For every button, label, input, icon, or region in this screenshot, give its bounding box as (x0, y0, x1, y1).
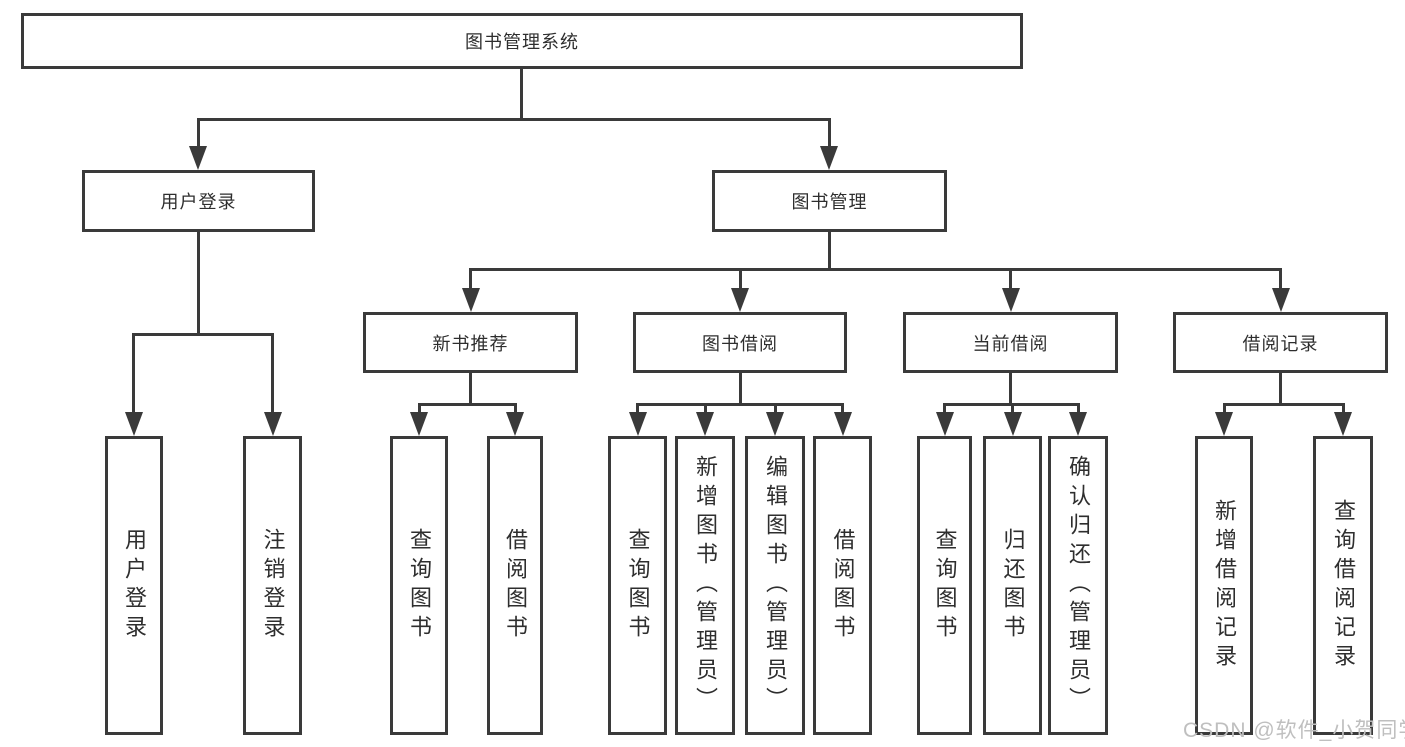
connector-to-book-management (828, 118, 831, 152)
connector-split (1223, 403, 1345, 406)
leaf-user-login: 用户登录 (105, 436, 163, 735)
leaf-query-books: 查询图书 (608, 436, 667, 735)
arrow-down-icon (1215, 412, 1233, 436)
leaf-borrow-books: 借阅图书 (813, 436, 872, 735)
leaf-query-borrow-record: 查询借阅记录 (1313, 436, 1373, 735)
connector-book-mgmt-split (469, 268, 1282, 271)
arrow-down-icon (629, 412, 647, 436)
connector-user-login-split (132, 333, 274, 336)
arrow-down-icon (731, 288, 749, 312)
connector-to-leaf (1223, 403, 1226, 415)
connector-to-leaf (418, 403, 421, 415)
arrow-down-icon (1002, 288, 1020, 312)
connector-root-split (197, 118, 831, 121)
arrow-down-icon (696, 412, 714, 436)
arrow-down-icon (1004, 412, 1022, 436)
node-library-management-system: 图书管理系统 (21, 13, 1023, 69)
arrow-down-icon (936, 412, 954, 436)
connector-to-leaf (704, 403, 707, 415)
connector-to-leaf (636, 403, 639, 415)
leaf-logout: 注销登录 (243, 436, 302, 735)
connector-to-leaf (943, 403, 946, 415)
node-new-book-recommend: 新书推荐 (363, 312, 578, 373)
connector-stem (739, 373, 742, 406)
connector-to-borrow-records (1279, 268, 1282, 292)
arrow-down-icon (410, 412, 428, 436)
connector-book-mgmt-stem (828, 232, 831, 271)
node-borrow-records: 借阅记录 (1173, 312, 1388, 373)
connector-stem (1279, 373, 1282, 406)
csdn-watermark: CSDN @软件_小贺同学 (1183, 719, 1405, 742)
connector-to-user-login (197, 118, 200, 152)
connector-to-leaf (774, 403, 777, 415)
leaf-add-books-admin: 新增图书（管理员） (675, 436, 735, 735)
connector-root-stem (520, 69, 523, 120)
node-current-borrow: 当前借阅 (903, 312, 1118, 373)
node-user-login: 用户登录 (82, 170, 315, 232)
connector-user-login-stem (197, 232, 200, 336)
connector-to-leaf (841, 403, 844, 415)
connector-split (418, 403, 517, 406)
connector-to-new-book-recommend (469, 268, 472, 292)
arrow-down-icon (1334, 412, 1352, 436)
connector-to-leaf (514, 403, 517, 415)
connector-to-leaf (1077, 403, 1080, 415)
connector-to-leaf (1342, 403, 1345, 415)
arrow-down-icon (125, 412, 143, 436)
leaf-return-books: 归还图书 (983, 436, 1042, 735)
arrow-down-icon (264, 412, 282, 436)
connector-to-current-borrow (1009, 268, 1012, 292)
arrow-down-icon (506, 412, 524, 436)
arrow-down-icon (189, 146, 207, 170)
leaf-add-borrow-record: 新增借阅记录 (1195, 436, 1253, 735)
connector-to-leaf (1011, 403, 1014, 415)
leaf-confirm-return-admin: 确认归还（管理员） (1048, 436, 1108, 735)
connector-stem (1009, 373, 1012, 406)
arrow-down-icon (820, 146, 838, 170)
connector-to-leaf (271, 333, 274, 415)
arrow-down-icon (462, 288, 480, 312)
arrow-down-icon (1069, 412, 1087, 436)
node-book-borrow: 图书借阅 (633, 312, 847, 373)
leaf-borrow-books: 借阅图书 (487, 436, 543, 735)
connector-split (636, 403, 844, 406)
node-book-management: 图书管理 (712, 170, 947, 232)
connector-to-leaf (132, 333, 135, 415)
connector-to-book-borrow (739, 268, 742, 292)
arrow-down-icon (1272, 288, 1290, 312)
arrow-down-icon (834, 412, 852, 436)
arrow-down-icon (766, 412, 784, 436)
connector-stem (469, 373, 472, 406)
leaf-edit-books-admin: 编辑图书（管理员） (745, 436, 805, 735)
leaf-query-books: 查询图书 (390, 436, 448, 735)
leaf-query-books: 查询图书 (917, 436, 972, 735)
